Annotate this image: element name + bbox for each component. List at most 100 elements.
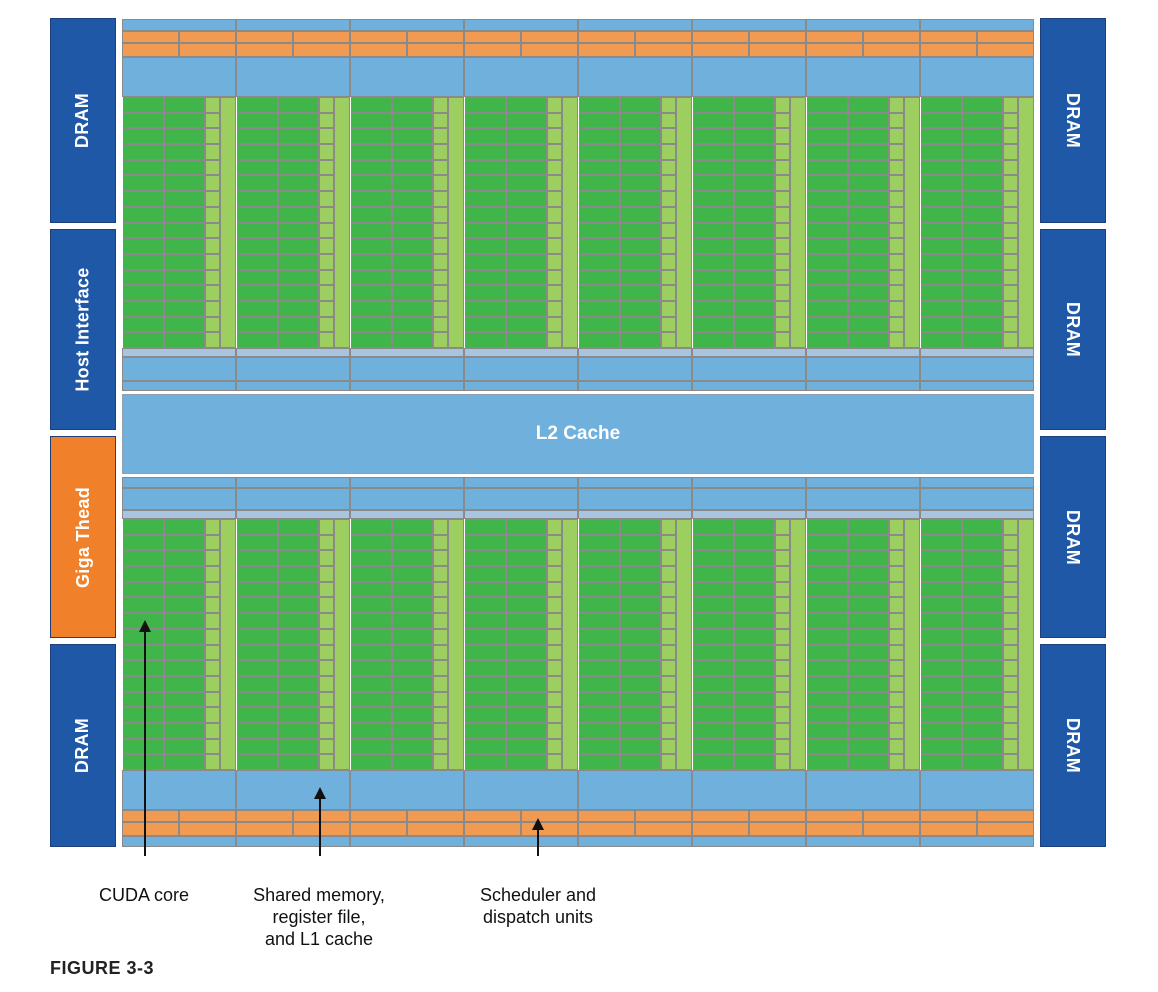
cuda-core <box>921 332 963 348</box>
cuda-core <box>164 613 206 629</box>
cuda-core <box>392 175 434 192</box>
cuda-core <box>620 534 662 551</box>
cuda-core <box>278 597 320 614</box>
sfu-column <box>789 519 806 770</box>
ld-st-unit <box>547 332 562 348</box>
ld-st-unit <box>889 144 904 160</box>
cuda-core <box>807 581 849 598</box>
cuda-core <box>620 707 662 723</box>
cuda-core <box>392 738 434 755</box>
bottom-scheduler-right <box>179 810 236 822</box>
ld-st-unit <box>433 613 448 629</box>
ld-st-unit <box>775 144 790 160</box>
cuda-core <box>351 97 393 113</box>
ld-st-unit <box>547 613 562 629</box>
cuda-core <box>962 738 1004 755</box>
cuda-core <box>392 222 434 239</box>
cuda-core <box>848 175 890 192</box>
bottom-pale-block <box>350 488 464 510</box>
cuda-core <box>164 519 206 535</box>
cuda-core <box>506 566 548 582</box>
ld-st-unit <box>661 332 676 348</box>
cuda-core <box>962 285 1004 301</box>
top-register-block <box>122 57 236 97</box>
ld-st-unit <box>319 175 334 192</box>
cuda-core-caption: CUDA core <box>98 885 190 905</box>
cuda-core <box>123 285 165 301</box>
ld-st-unit <box>1003 332 1018 348</box>
cuda-core <box>506 175 548 192</box>
cuda-core <box>465 300 507 317</box>
cuda-core <box>734 112 776 129</box>
cuda-core <box>579 738 621 755</box>
cuda-core <box>807 269 849 286</box>
cuda-core <box>465 128 507 145</box>
cuda-core <box>237 691 279 708</box>
bottom-pale-bar <box>578 510 692 519</box>
cuda-core <box>693 534 735 551</box>
ld-st-unit <box>889 628 904 645</box>
ld-st-unit <box>547 159 562 176</box>
ld-st-unit <box>1003 128 1018 145</box>
cuda-core <box>237 316 279 333</box>
cuda-core <box>693 300 735 317</box>
cuda-core <box>392 300 434 317</box>
ld-st-unit <box>319 206 334 223</box>
cuda-core <box>579 191 621 207</box>
cuda-core <box>848 738 890 755</box>
cuda-core <box>848 97 890 113</box>
cuda-core <box>807 332 849 348</box>
ld-st-unit <box>775 613 790 629</box>
cuda-core <box>237 675 279 692</box>
cuda-core <box>351 159 393 176</box>
ld-st-unit <box>1003 175 1018 192</box>
ld-st-unit <box>661 566 676 582</box>
cuda-core <box>579 253 621 270</box>
ld-st-unit <box>433 597 448 614</box>
cuda-core <box>351 581 393 598</box>
cuda-core <box>123 112 165 129</box>
cuda-core <box>579 534 621 551</box>
cuda-core <box>962 519 1004 535</box>
cuda-core <box>693 191 735 207</box>
cuda-core <box>506 332 548 348</box>
bottom-pale-bar <box>806 510 920 519</box>
cuda-core <box>506 316 548 333</box>
cuda-core <box>351 566 393 582</box>
cuda-core <box>807 222 849 239</box>
cuda-core <box>465 144 507 160</box>
top-scheduler-right <box>863 43 920 57</box>
cuda-core <box>962 159 1004 176</box>
cuda-core <box>392 519 434 535</box>
cuda-core <box>237 238 279 254</box>
cuda-core <box>465 644 507 661</box>
cuda-core <box>392 691 434 708</box>
cuda-core <box>579 566 621 582</box>
cuda-core <box>164 754 206 770</box>
ld-st-unit <box>1003 722 1018 739</box>
cuda-core <box>579 159 621 176</box>
ld-st-unit <box>775 644 790 661</box>
ld-st-unit <box>1003 691 1018 708</box>
bottom-strip <box>578 836 692 847</box>
cuda-core <box>620 316 662 333</box>
cuda-core <box>962 206 1004 223</box>
ld-st-unit <box>889 175 904 192</box>
ld-st-unit <box>433 754 448 770</box>
scheduler-arrow-head <box>532 818 544 830</box>
bottom-top-strip <box>236 477 350 488</box>
ld-st-unit <box>1003 754 1018 770</box>
ld-st-unit <box>547 550 562 567</box>
cuda-core <box>921 300 963 317</box>
cuda-core <box>579 222 621 239</box>
sfu-column <box>1017 519 1034 770</box>
ld-st-unit <box>547 97 562 113</box>
cuda-core <box>465 238 507 254</box>
cuda-core <box>278 707 320 723</box>
cuda-core <box>620 222 662 239</box>
ld-st-unit <box>775 300 790 317</box>
cuda-core <box>734 222 776 239</box>
cuda-core <box>123 222 165 239</box>
bottom-scheduler-left <box>464 810 521 822</box>
ld-st-unit <box>775 722 790 739</box>
